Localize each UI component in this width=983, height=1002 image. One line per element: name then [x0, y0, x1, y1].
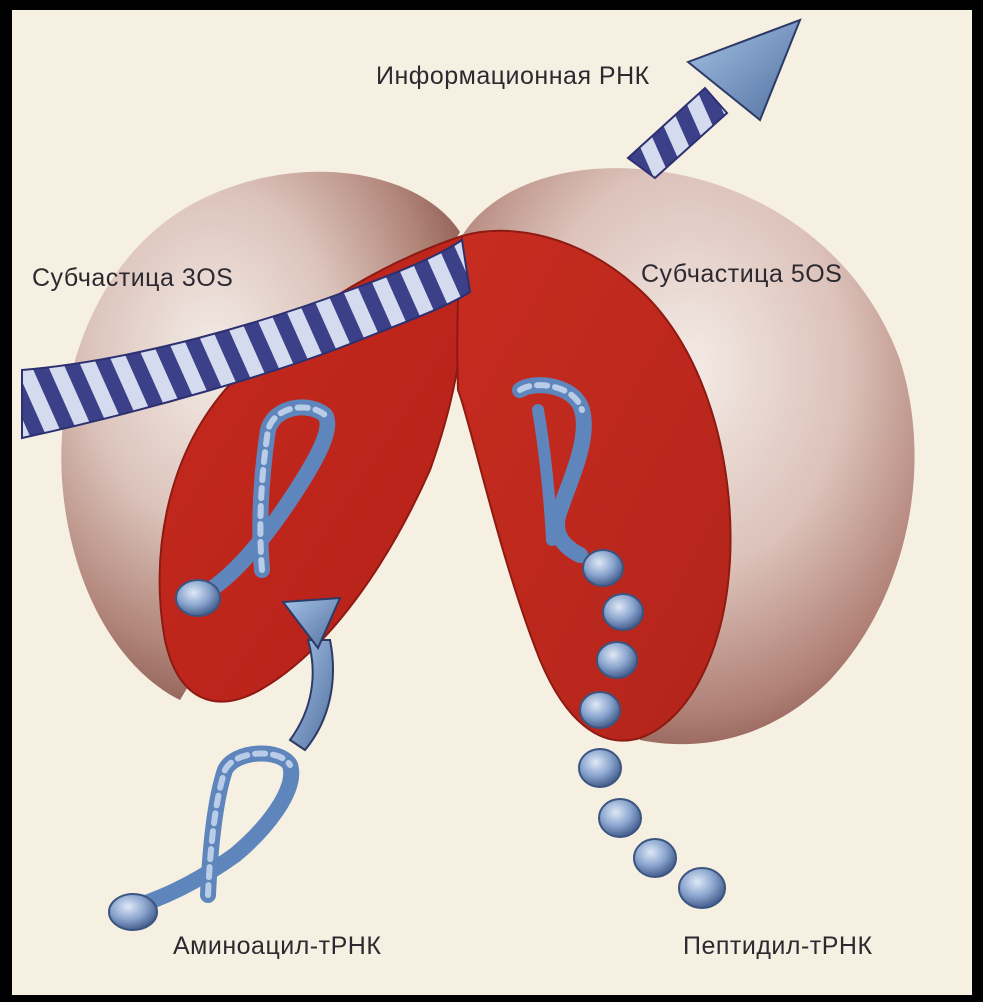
amino-acid-bead — [597, 642, 637, 678]
amino-acid-bead — [579, 749, 621, 787]
subunit-50s-label: Субчастица 5OS — [641, 262, 842, 287]
amino-acid-bead — [679, 868, 725, 908]
mrna-label: Информационная РНК — [376, 64, 650, 89]
subunit-30s-label: Субчастица 3OS — [32, 266, 233, 291]
amino-acid-bead — [599, 799, 641, 837]
amino-acid-bead — [583, 550, 623, 586]
amino-acid-bead — [603, 594, 643, 630]
peptidyl-trna-label: Пептидил-тРНК — [683, 934, 873, 959]
amino-acid-bead — [580, 692, 620, 728]
amino-acid-bead — [634, 839, 676, 877]
aminoacyl-trna-label: Аминоацил-тРНК — [173, 934, 381, 959]
